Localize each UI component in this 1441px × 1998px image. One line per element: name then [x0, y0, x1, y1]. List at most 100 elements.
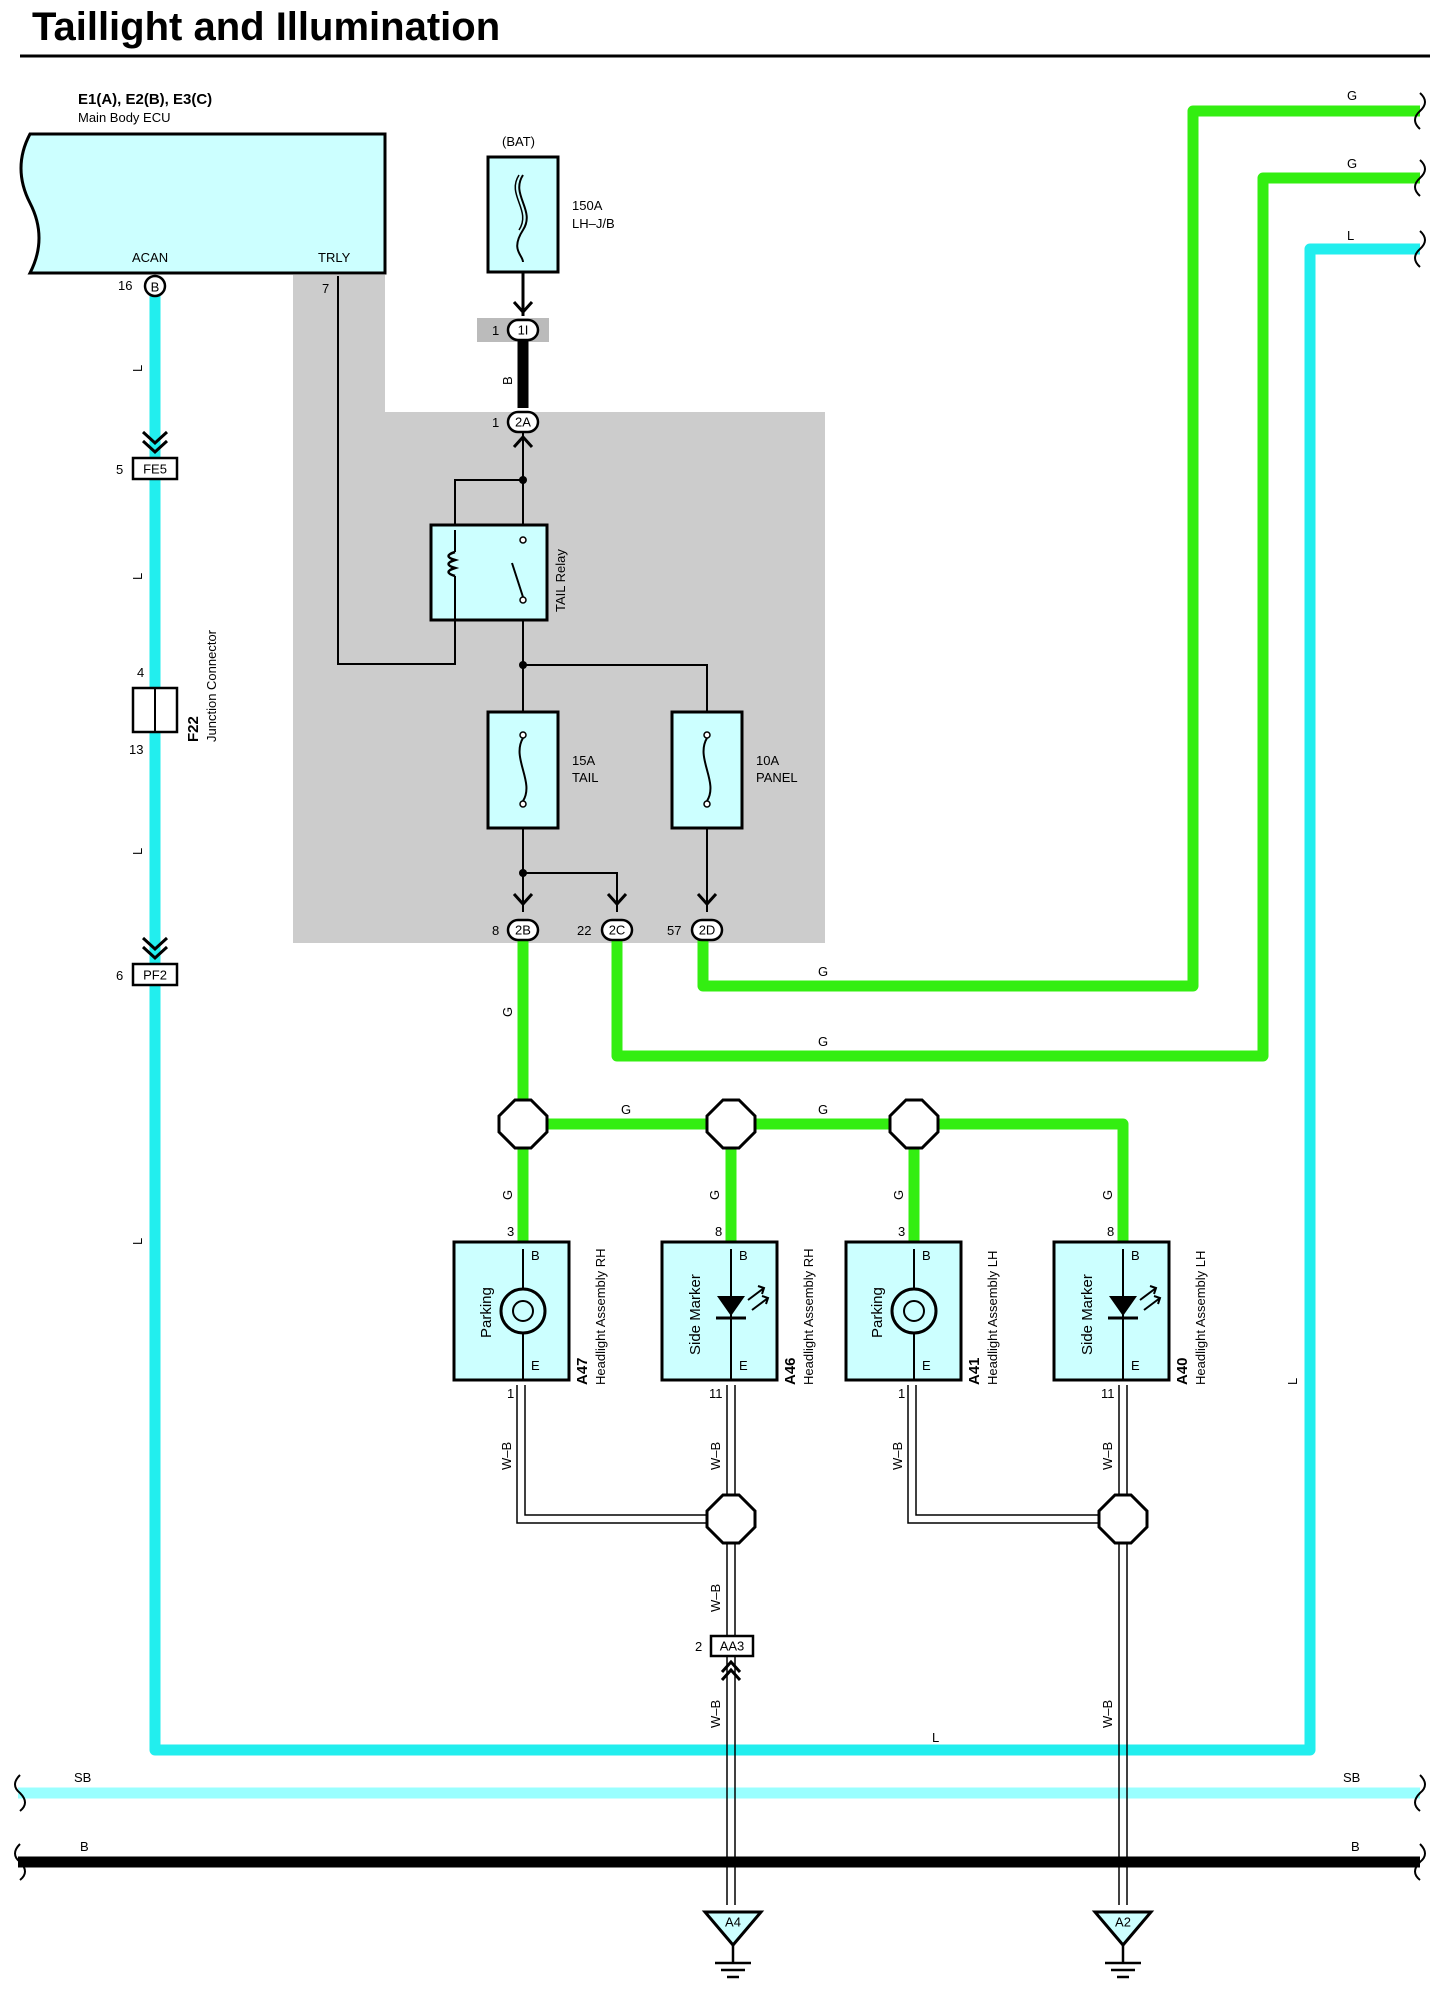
ecu-name: Main Body ECU [78, 110, 170, 125]
wire-label-l1: L [130, 365, 145, 372]
ground-a2-icon [1105, 1945, 1141, 1979]
wire-label-g-a46: G [707, 1190, 722, 1200]
component-a46 [660, 1240, 779, 1382]
relay-label: TAIL Relay [553, 549, 568, 612]
conn-fe5 [131, 456, 179, 481]
a40-led-icon [1109, 1296, 1137, 1316]
g2-break [1414, 159, 1426, 197]
wire-label-wb-mid: W–B [708, 1584, 723, 1612]
ground-a4-icon [715, 1945, 751, 1979]
a47-term-e: E [531, 1358, 540, 1373]
ground-a4-id: A4 [725, 1915, 741, 1930]
component-a40 [1052, 1240, 1171, 1382]
wire-label-wb-lower: W–B [708, 1700, 723, 1728]
conn-pf2 [131, 962, 179, 987]
fuse-150a-amps: 150A [572, 198, 603, 213]
conn-1i-pin: 1 [492, 323, 499, 338]
bus-sb-break-left [14, 1774, 26, 1812]
splice-g-2 [705, 1098, 757, 1150]
wire-g-2c [611, 172, 1420, 1062]
a40-name: Headlight Assembly LH [1193, 1251, 1208, 1385]
splice-wb-1 [705, 1493, 757, 1545]
a47-term-b: B [531, 1248, 540, 1263]
a47-pin-e: 1 [507, 1386, 514, 1401]
wire-l-main [149, 243, 1420, 1756]
wire-label-l3: L [130, 848, 145, 855]
conn-2b-id: 2B [515, 923, 531, 938]
ecu-conn-b-label: B [151, 280, 160, 295]
fuse-150a-name: LH–J/B [572, 216, 615, 231]
conn-2a-pin: 1 [492, 415, 499, 430]
a41-pin-b: 3 [898, 1224, 905, 1239]
relay-contact-top [519, 536, 527, 544]
tail-relay [429, 523, 549, 622]
conn-2b [506, 918, 540, 942]
wire-label-wb-a46: W–B [708, 1442, 723, 1470]
wire-label-g-a40: G [1100, 1190, 1115, 1200]
wire-label-g-bus2: G [818, 1102, 828, 1117]
wire-label-g-2c: G [818, 1034, 828, 1049]
wire-label-l5: L [1285, 1378, 1300, 1385]
conn-aa3 [709, 1634, 755, 1658]
a46-pin-e: 11 [709, 1386, 723, 1401]
relay-coil [447, 550, 460, 578]
fuse-15a-bottom [519, 800, 527, 808]
fe5-chevron [141, 430, 169, 455]
fuse-150a-element-2 [514, 174, 524, 231]
a40-id: A40 [1174, 1357, 1191, 1385]
bus-sb-break-right [1414, 1774, 1426, 1812]
a41-name: Headlight Assembly LH [985, 1251, 1000, 1385]
fuse-10a-top [703, 731, 711, 739]
fuse-10a-bottom [703, 800, 711, 808]
a40-pin-b: 8 [1107, 1224, 1114, 1239]
conn-fe5-pin: 5 [116, 462, 123, 477]
a47-name: Headlight Assembly RH [593, 1248, 608, 1385]
f22-pin-top: 4 [137, 665, 144, 680]
a47-pin-b: 3 [507, 1224, 514, 1239]
a41-pin-e: 1 [898, 1386, 905, 1401]
ecu-pin-acan: ACAN [132, 250, 168, 265]
a46-name: Headlight Assembly RH [801, 1248, 816, 1385]
a40-term-b: B [1131, 1248, 1140, 1263]
ground-a2-id: A2 [1115, 1915, 1131, 1930]
a46-id: A46 [782, 1357, 799, 1385]
wire-label-g-a41: G [891, 1190, 906, 1200]
fuse-15a-amps: 15A [572, 753, 595, 768]
conn-2d [690, 918, 724, 942]
fuse-15a-element [518, 737, 528, 802]
ground-a4 [701, 1910, 765, 1948]
bus-sb-label-left: SB [74, 1770, 91, 1785]
a41-term-e: E [922, 1358, 931, 1373]
a46-function: Side Marker [687, 1274, 704, 1355]
bus-b-break-left [14, 1843, 26, 1881]
chev-1i [512, 300, 534, 315]
chev-2d [696, 892, 718, 907]
conn-2b-pin: 8 [492, 923, 499, 938]
wire-label-wb-a40: W–B [1100, 1442, 1115, 1470]
conn-2d-pin: 57 [667, 923, 681, 938]
splice-g-1 [497, 1098, 549, 1150]
ecu-conn-b [143, 274, 167, 298]
splice-wb-2 [1097, 1493, 1149, 1545]
a40-function: Side Marker [1079, 1274, 1096, 1355]
fuse-150a-element [516, 174, 528, 263]
relay-switch-arm [511, 562, 524, 598]
node-relay-bottom [519, 661, 527, 669]
f22-pin-bottom: 13 [129, 742, 143, 757]
main-body-ecu [19, 132, 387, 275]
a41-function: Parking [869, 1287, 886, 1338]
chev-2b [512, 892, 534, 907]
bat-label: (BAT) [502, 134, 535, 149]
a46-led-icon [717, 1296, 745, 1316]
ground-a2 [1091, 1910, 1155, 1948]
chev-2c [606, 892, 628, 907]
a41-id: A41 [966, 1357, 983, 1385]
wire-label-g-2d: G [818, 964, 828, 979]
bus-b-break-right [1414, 1843, 1426, 1881]
conn-pf2-id: PF2 [143, 968, 167, 983]
fuse-15a-top [519, 731, 527, 739]
g1-break [1414, 92, 1426, 130]
wb-ground-wires [516, 1385, 1128, 1905]
bus-b-label-left: B [80, 1839, 89, 1854]
ecu-pin-trly: TRLY [318, 250, 351, 265]
